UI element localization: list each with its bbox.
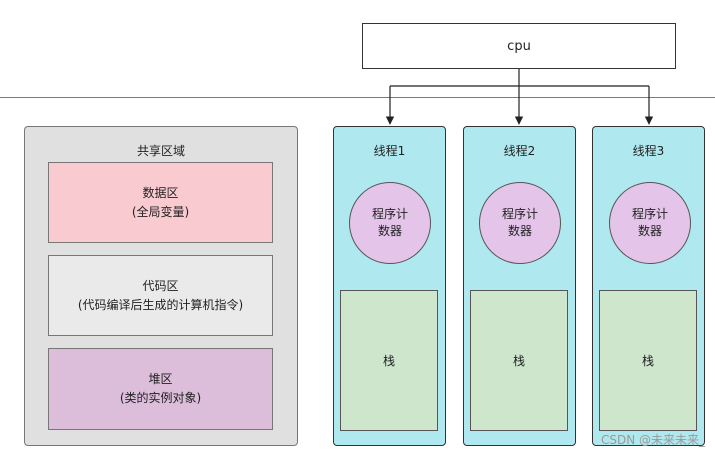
heap-segment-title: 堆区 [148, 372, 173, 386]
program-counter-line2: 数器 [637, 224, 662, 238]
program-counter-line1: 程序计 [501, 207, 538, 221]
cpu-box: cpu [362, 23, 676, 69]
cpu-label: cpu [507, 38, 531, 54]
stack-label: 栈 [382, 354, 395, 368]
outer-frame [0, 97, 715, 461]
program-counter-line2: 数器 [507, 224, 532, 238]
thread-3-stack: 栈 [599, 290, 697, 431]
shared-region-title: 共享区域 [136, 144, 185, 158]
heap-segment: 堆区 (类的实例对象) [48, 348, 273, 430]
thread-3-program-counter: 程序计 数器 [609, 182, 691, 264]
code-segment-desc: (代码编译后生成的计算机指令) [77, 297, 244, 312]
thread-2-stack: 栈 [470, 290, 568, 431]
thread-2-label: 线程2 [503, 144, 536, 158]
program-counter-line1: 程序计 [371, 207, 408, 221]
data-segment: 数据区 (全局变量) [48, 162, 273, 243]
code-segment: 代码区 (代码编译后生成的计算机指令) [48, 255, 273, 336]
program-counter-line2: 数器 [377, 224, 402, 238]
thread-1-program-counter: 程序计 数器 [349, 182, 431, 264]
stack-label: 栈 [641, 354, 654, 368]
thread-3-label: 线程3 [632, 144, 665, 158]
watermark: CSDN @未来未来_ [600, 433, 705, 447]
program-counter-line1: 程序计 [631, 207, 668, 221]
thread-1-stack: 栈 [340, 290, 438, 431]
stack-label: 栈 [512, 354, 525, 368]
code-segment-title: 代码区 [142, 278, 179, 293]
thread-1-label: 线程1 [373, 144, 406, 158]
thread-2-program-counter: 程序计 数器 [479, 182, 561, 264]
data-segment-desc: (全局变量) [131, 204, 190, 219]
heap-segment-desc: (类的实例对象) [119, 391, 202, 405]
data-segment-title: 数据区 [142, 185, 179, 200]
